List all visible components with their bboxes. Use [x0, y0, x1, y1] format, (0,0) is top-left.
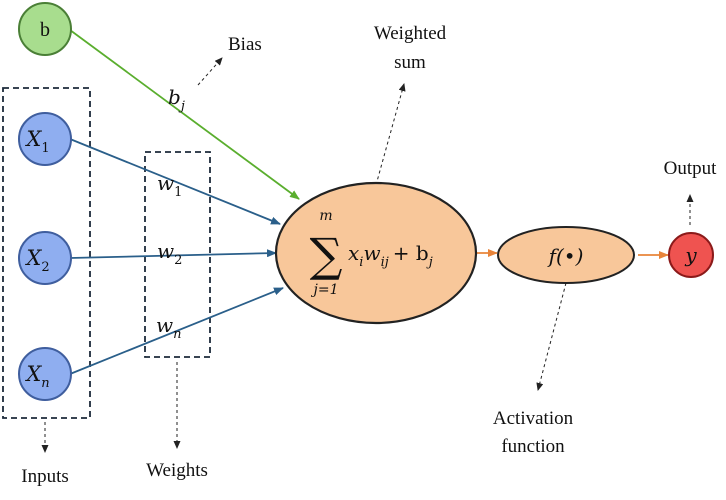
weighted-sum-annotation-line1: Weighted — [374, 23, 447, 44]
activation-function-label: f(•) — [547, 244, 584, 268]
input-n-label: Xn — [24, 362, 49, 391]
input-2-label: X2 — [24, 246, 49, 275]
input-node-n — [18, 347, 72, 401]
weighted-sum-annotation-line2: sum — [394, 52, 426, 73]
input-2-connection — [69, 249, 277, 259]
weights-group-box — [144, 151, 211, 358]
activation-annotation-line2: function — [501, 436, 565, 457]
bias-node — [18, 2, 72, 56]
sum-symbol: ∑ — [310, 228, 343, 282]
output-annotation-label: Output — [664, 158, 718, 179]
sum-lower-limit: j=1 — [311, 282, 339, 298]
bias-annotation-label: Bias — [228, 34, 262, 55]
input-n-connection — [69, 287, 284, 375]
inputs-annotation-label: Inputs — [21, 466, 69, 487]
activation-annotation-arrow — [536, 282, 567, 391]
weight-2-label: w2 — [157, 239, 182, 268]
bias-edge-label: bj — [168, 85, 185, 114]
activation-annotation-line1: Activation — [493, 408, 574, 429]
weighted-sum-annotation-arrow — [375, 83, 406, 186]
activation-node — [497, 226, 635, 284]
weight-n-label: wn — [156, 313, 182, 342]
input-node-1 — [18, 112, 72, 166]
input-1-label: X1 — [24, 127, 49, 156]
weighted-sum-formula: m ∑ j=1 xiwij+ bj — [310, 208, 433, 298]
bias-node-label: b — [40, 19, 50, 41]
output-node — [668, 232, 714, 278]
bias-connection — [69, 29, 300, 200]
input-1-connection — [69, 138, 281, 225]
weight-1-label: w1 — [157, 171, 182, 200]
weights-annotation-label: Weights — [146, 460, 208, 481]
weighted-sum-neuron — [274, 181, 478, 325]
inputs-group-box — [2, 87, 91, 419]
sum-upper-limit: m — [319, 208, 332, 224]
sum-expression: xiwij+ bj — [348, 241, 433, 270]
bias-annotation-arrow — [197, 57, 223, 86]
input-node-2 — [18, 231, 72, 285]
output-node-label: y — [684, 243, 697, 267]
